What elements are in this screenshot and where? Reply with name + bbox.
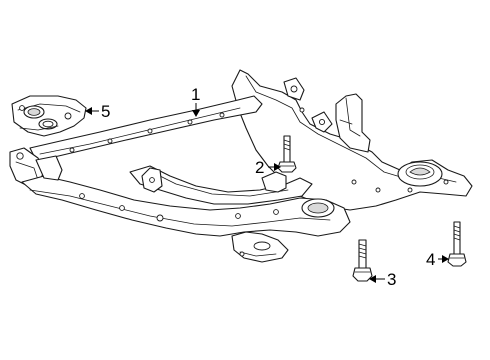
bolt-2 [277,135,297,173]
callout-3: 3 [369,270,396,289]
bolt-3 [352,239,373,282]
callout-5-label: 5 [101,102,110,121]
callout-2: 2 [255,158,281,177]
callout-3-label: 3 [387,270,396,289]
callout-5: 5 [85,102,110,121]
bolt-4 [447,221,467,267]
crossmember-frame [9,69,473,263]
callout-1: 1 [191,85,200,117]
mount-bracket [11,95,87,137]
callout-4: 4 [426,250,449,269]
callout-1-label: 1 [191,85,200,104]
callout-4-label: 4 [426,250,435,269]
callout-2-label: 2 [255,158,264,177]
